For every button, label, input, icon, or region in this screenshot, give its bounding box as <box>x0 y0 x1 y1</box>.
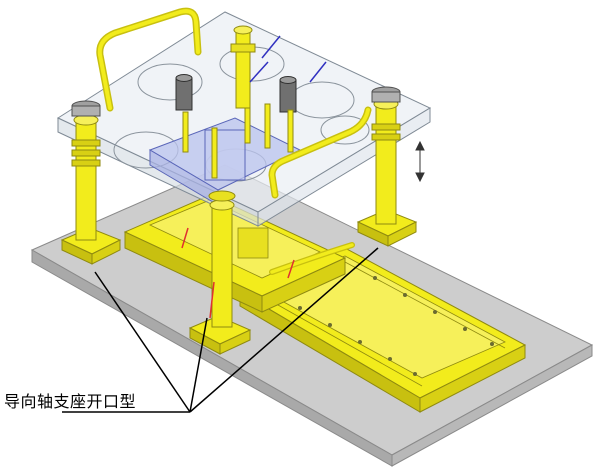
guide-shaft-front <box>188 190 252 355</box>
actuator-left <box>175 74 193 111</box>
inner-pins <box>182 94 294 179</box>
lower-pipe-highlight <box>270 243 354 274</box>
annotation-label: 导向轴支座开口型 <box>4 392 137 411</box>
guide-shaft-back <box>230 25 256 109</box>
actuator-right <box>279 76 297 113</box>
leader-lines <box>62 247 379 413</box>
rail-bolts <box>298 276 494 376</box>
top-handle-back-highlight <box>97 9 200 110</box>
guide-shaft-right <box>356 86 418 247</box>
blue-markers <box>249 35 327 83</box>
front-handle-highlight <box>269 108 370 197</box>
guide-shaft-left <box>60 100 122 265</box>
double-arrow-icon <box>415 140 425 183</box>
red-markers <box>181 227 295 319</box>
